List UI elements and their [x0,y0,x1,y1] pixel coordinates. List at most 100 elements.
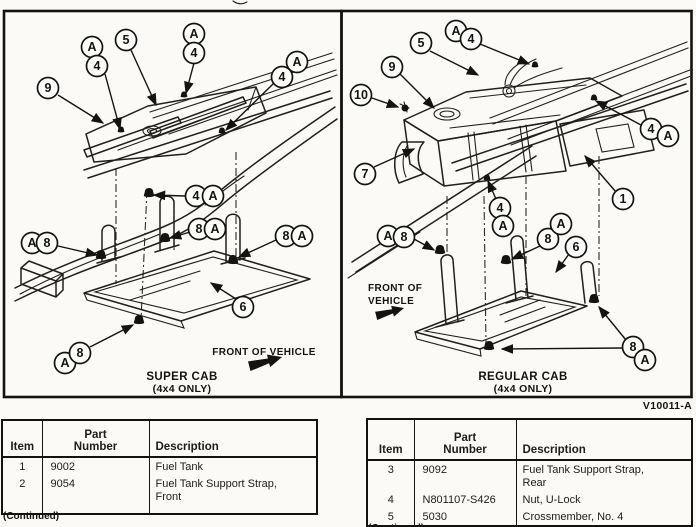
callout-10: 10 [349,83,373,107]
callout-leader [57,94,105,124]
svg-text:8: 8 [401,230,408,244]
svg-text:A: A [498,219,507,233]
callout-A: A [203,217,227,241]
svg-text:A: A [292,55,301,69]
callout-8: 8 [68,341,92,365]
item-cell: 4 [387,494,394,506]
callout-leader [555,253,570,274]
front-of-vehicle-arrow-right [375,305,404,320]
svg-text:4: 4 [193,189,200,203]
svg-text:A: A [297,229,306,243]
svg-text:9: 9 [389,60,396,74]
callout-A: A [80,35,104,59]
bolt-icon [95,250,107,260]
callout-4: 4 [85,54,109,78]
callout-leader [237,239,277,258]
callout-leader [413,238,436,251]
callout-leader [510,245,541,260]
part-number-cell: 5030 [413,508,516,526]
bolt-icon [588,294,600,304]
col-header-item: Item [367,419,414,461]
nut-icon [218,127,226,134]
front-of-vehicle-label-right-1: FRONT OF [368,283,422,294]
part-number-cell: 9002 [41,457,149,475]
callout-5: 5 [114,28,138,52]
svg-text:A: A [451,24,460,38]
callout-A: A [633,348,657,372]
col-header-item: Item [2,420,42,458]
description-cell: Nut, U-Lock [515,491,692,508]
callout-leader [429,50,480,76]
callout-leader [487,179,498,200]
svg-text:4: 4 [279,70,286,84]
svg-text:A: A [87,40,96,54]
callout-4: 4 [184,184,208,208]
description-cell: Fuel Tank [148,457,317,475]
svg-text:8: 8 [44,236,51,250]
regular-cab-caption: REGULAR CAB [478,371,567,383]
callout-leader [57,245,99,258]
callout-leader [399,73,435,109]
front-of-vehicle-label-left: FRONT OF VEHICLE [212,347,316,358]
figure-code: V10011-A [642,400,692,412]
svg-text:6: 6 [573,240,580,254]
callout-leader [373,148,416,168]
col-header-part-number: Part Number [41,420,149,458]
bolt-icon [434,245,446,255]
callout-6: 6 [231,295,255,319]
description-cell: Fuel Tank Support Strap, Front [148,475,317,514]
callout-leader [168,230,191,240]
callout-7: 7 [353,162,377,186]
col-header-description: Description [515,419,692,461]
callout-8: 8 [35,231,59,255]
svg-text:4: 4 [468,32,475,46]
callout-leader [104,73,122,131]
regular-cab-caption-sub: (4x4 ONLY) [494,383,553,395]
nut-icon [590,94,598,101]
nut-icon [483,174,491,181]
callout-leader [500,344,623,354]
svg-text:A: A [383,229,392,243]
bolt-icon [143,188,155,198]
svg-text:8: 8 [77,346,84,360]
callout-leader [479,43,531,65]
svg-text:8: 8 [196,222,203,236]
callout-A: A [549,212,573,236]
svg-text:A: A [663,129,672,143]
callout-4: 4 [270,65,294,89]
regular-cab-panel-border [340,9,693,399]
svg-text:1: 1 [620,192,627,206]
regular-cab-skid-plate-art [414,235,598,357]
svg-text:A: A [640,353,649,367]
callout-leader [224,82,275,131]
callout-A: A [182,22,206,46]
callout-leader [89,324,135,348]
callout-A: A [491,214,515,238]
front-of-vehicle-label-right-2: VEHICLE [368,296,414,307]
fuel-tank-art [394,58,623,187]
bolt-icon [500,255,512,265]
description-cell: Fuel Tank Support Strap, Rear [515,460,692,491]
super-cab-frame-art [14,52,338,302]
callout-8: 8 [187,217,211,241]
item-cell: 3 [387,464,394,476]
bolt-icon [227,255,239,265]
svg-text:9: 9 [45,81,52,95]
callout-leader [371,97,400,108]
svg-text:6: 6 [240,300,247,314]
super-cab-skid-plate-art [83,195,311,329]
svg-text:5: 5 [418,36,425,50]
nut-icon [531,61,539,68]
item-cell: 5 [387,511,394,523]
svg-text:4: 4 [648,122,655,136]
svg-text:A: A [210,222,219,236]
continued-note-right: (Continued) [368,523,424,527]
